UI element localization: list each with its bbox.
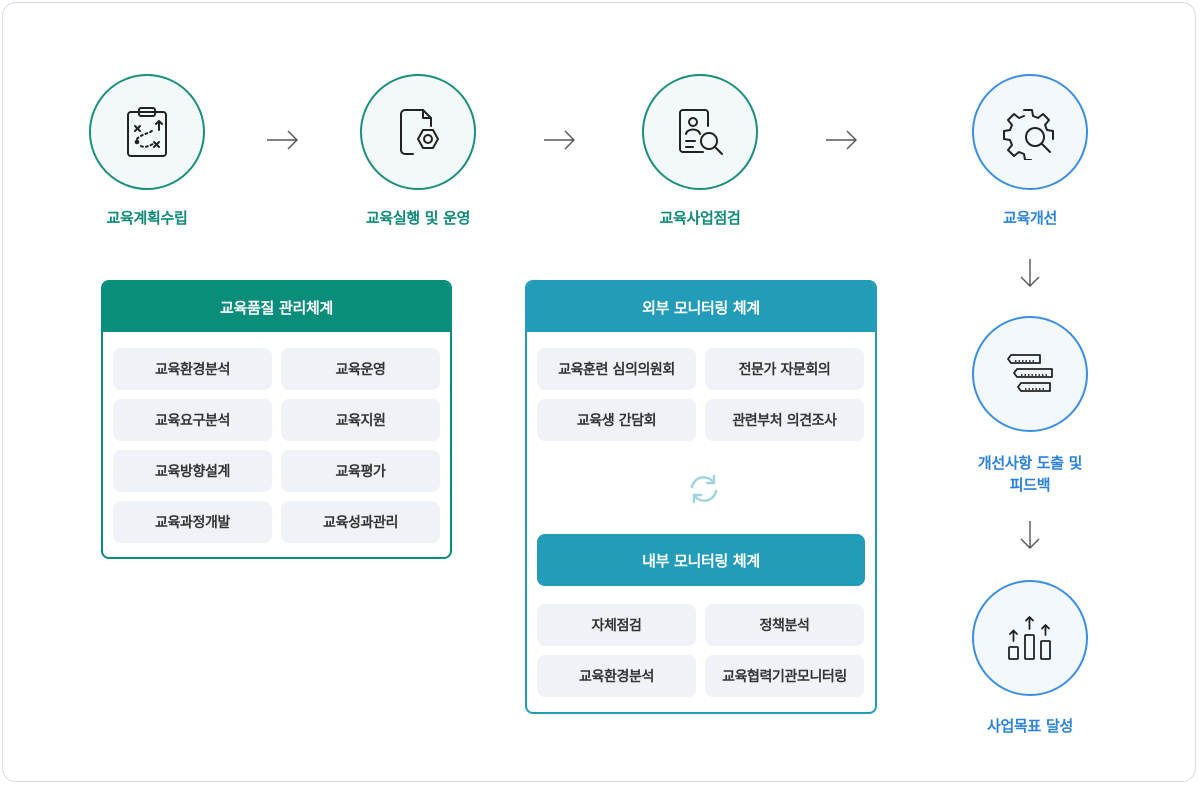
gear-search-icon [1003,109,1054,160]
quality-item: 교육성과관리 [281,501,440,543]
arrow-down-icon [1020,259,1040,287]
quality-item: 교육지원 [281,399,440,441]
internal-monitoring-title: 내부 모니터링 체계 [537,534,865,586]
external-item: 전문가 자문회의 [705,348,864,390]
step-6-label: 사업목표 달성 [987,717,1073,735]
monitoring-panel: 외부 모니터링 체계 교육훈련 심의의원회 전문가 자문회의 교육생 간담회 관… [525,280,877,714]
step-5-label-line2: 피드백 [1009,476,1051,494]
quality-panel: 교육품질 관리체계 교육환경분석 교육운영 교육요구분석 교육지원 교육방향설계… [101,280,452,559]
step-4-circle [972,74,1088,190]
step-3-label: 교육사업점검 [659,209,741,227]
internal-item: 자체점검 [537,604,696,646]
feedback-list-icon [1007,354,1053,392]
profile-search-icon [679,109,723,155]
arrow-right-icon [544,130,575,150]
external-item: 교육생 간담회 [537,399,696,441]
document-gear-icon [400,109,439,155]
arrow-right-icon [267,130,298,150]
step-2-circle [360,74,476,190]
clipboard-strategy-icon [127,107,167,157]
external-item: 관련부처 의견조사 [705,399,864,441]
quality-item: 교육환경분석 [113,348,272,390]
arrow-right-icon [826,130,857,150]
step-5-circle [972,316,1088,432]
internal-item: 정책분석 [705,604,864,646]
arrow-down-icon [1020,521,1040,549]
step-1-label: 교육계획수립 [106,209,188,227]
step-3-circle [642,74,758,190]
external-item: 교육훈련 심의의원회 [537,348,696,390]
step-5-label: 개선사항 도출 및 피드백 [930,452,1130,496]
internal-item: 교육환경분석 [537,655,696,697]
growth-bars-icon [1008,616,1051,660]
step-4-label: 교육개선 [1002,209,1057,227]
step-5-label-line1: 개선사항 도출 및 [977,454,1083,472]
step-6-circle [972,580,1088,696]
quality-item: 교육운영 [281,348,440,390]
quality-item: 교육방향설계 [113,450,272,492]
internal-item: 교육협력기관모니터링 [705,655,864,697]
quality-item: 교육평가 [281,450,440,492]
step-2-label: 교육실행 및 운영 [365,209,471,227]
step-1-circle [89,74,205,190]
refresh-cycle-icon [690,474,718,504]
external-monitoring-title: 외부 모니터링 체계 [527,282,875,332]
quality-item: 교육요구분석 [113,399,272,441]
quality-item: 교육과정개발 [113,501,272,543]
quality-panel-title: 교육품질 관리체계 [103,282,450,332]
